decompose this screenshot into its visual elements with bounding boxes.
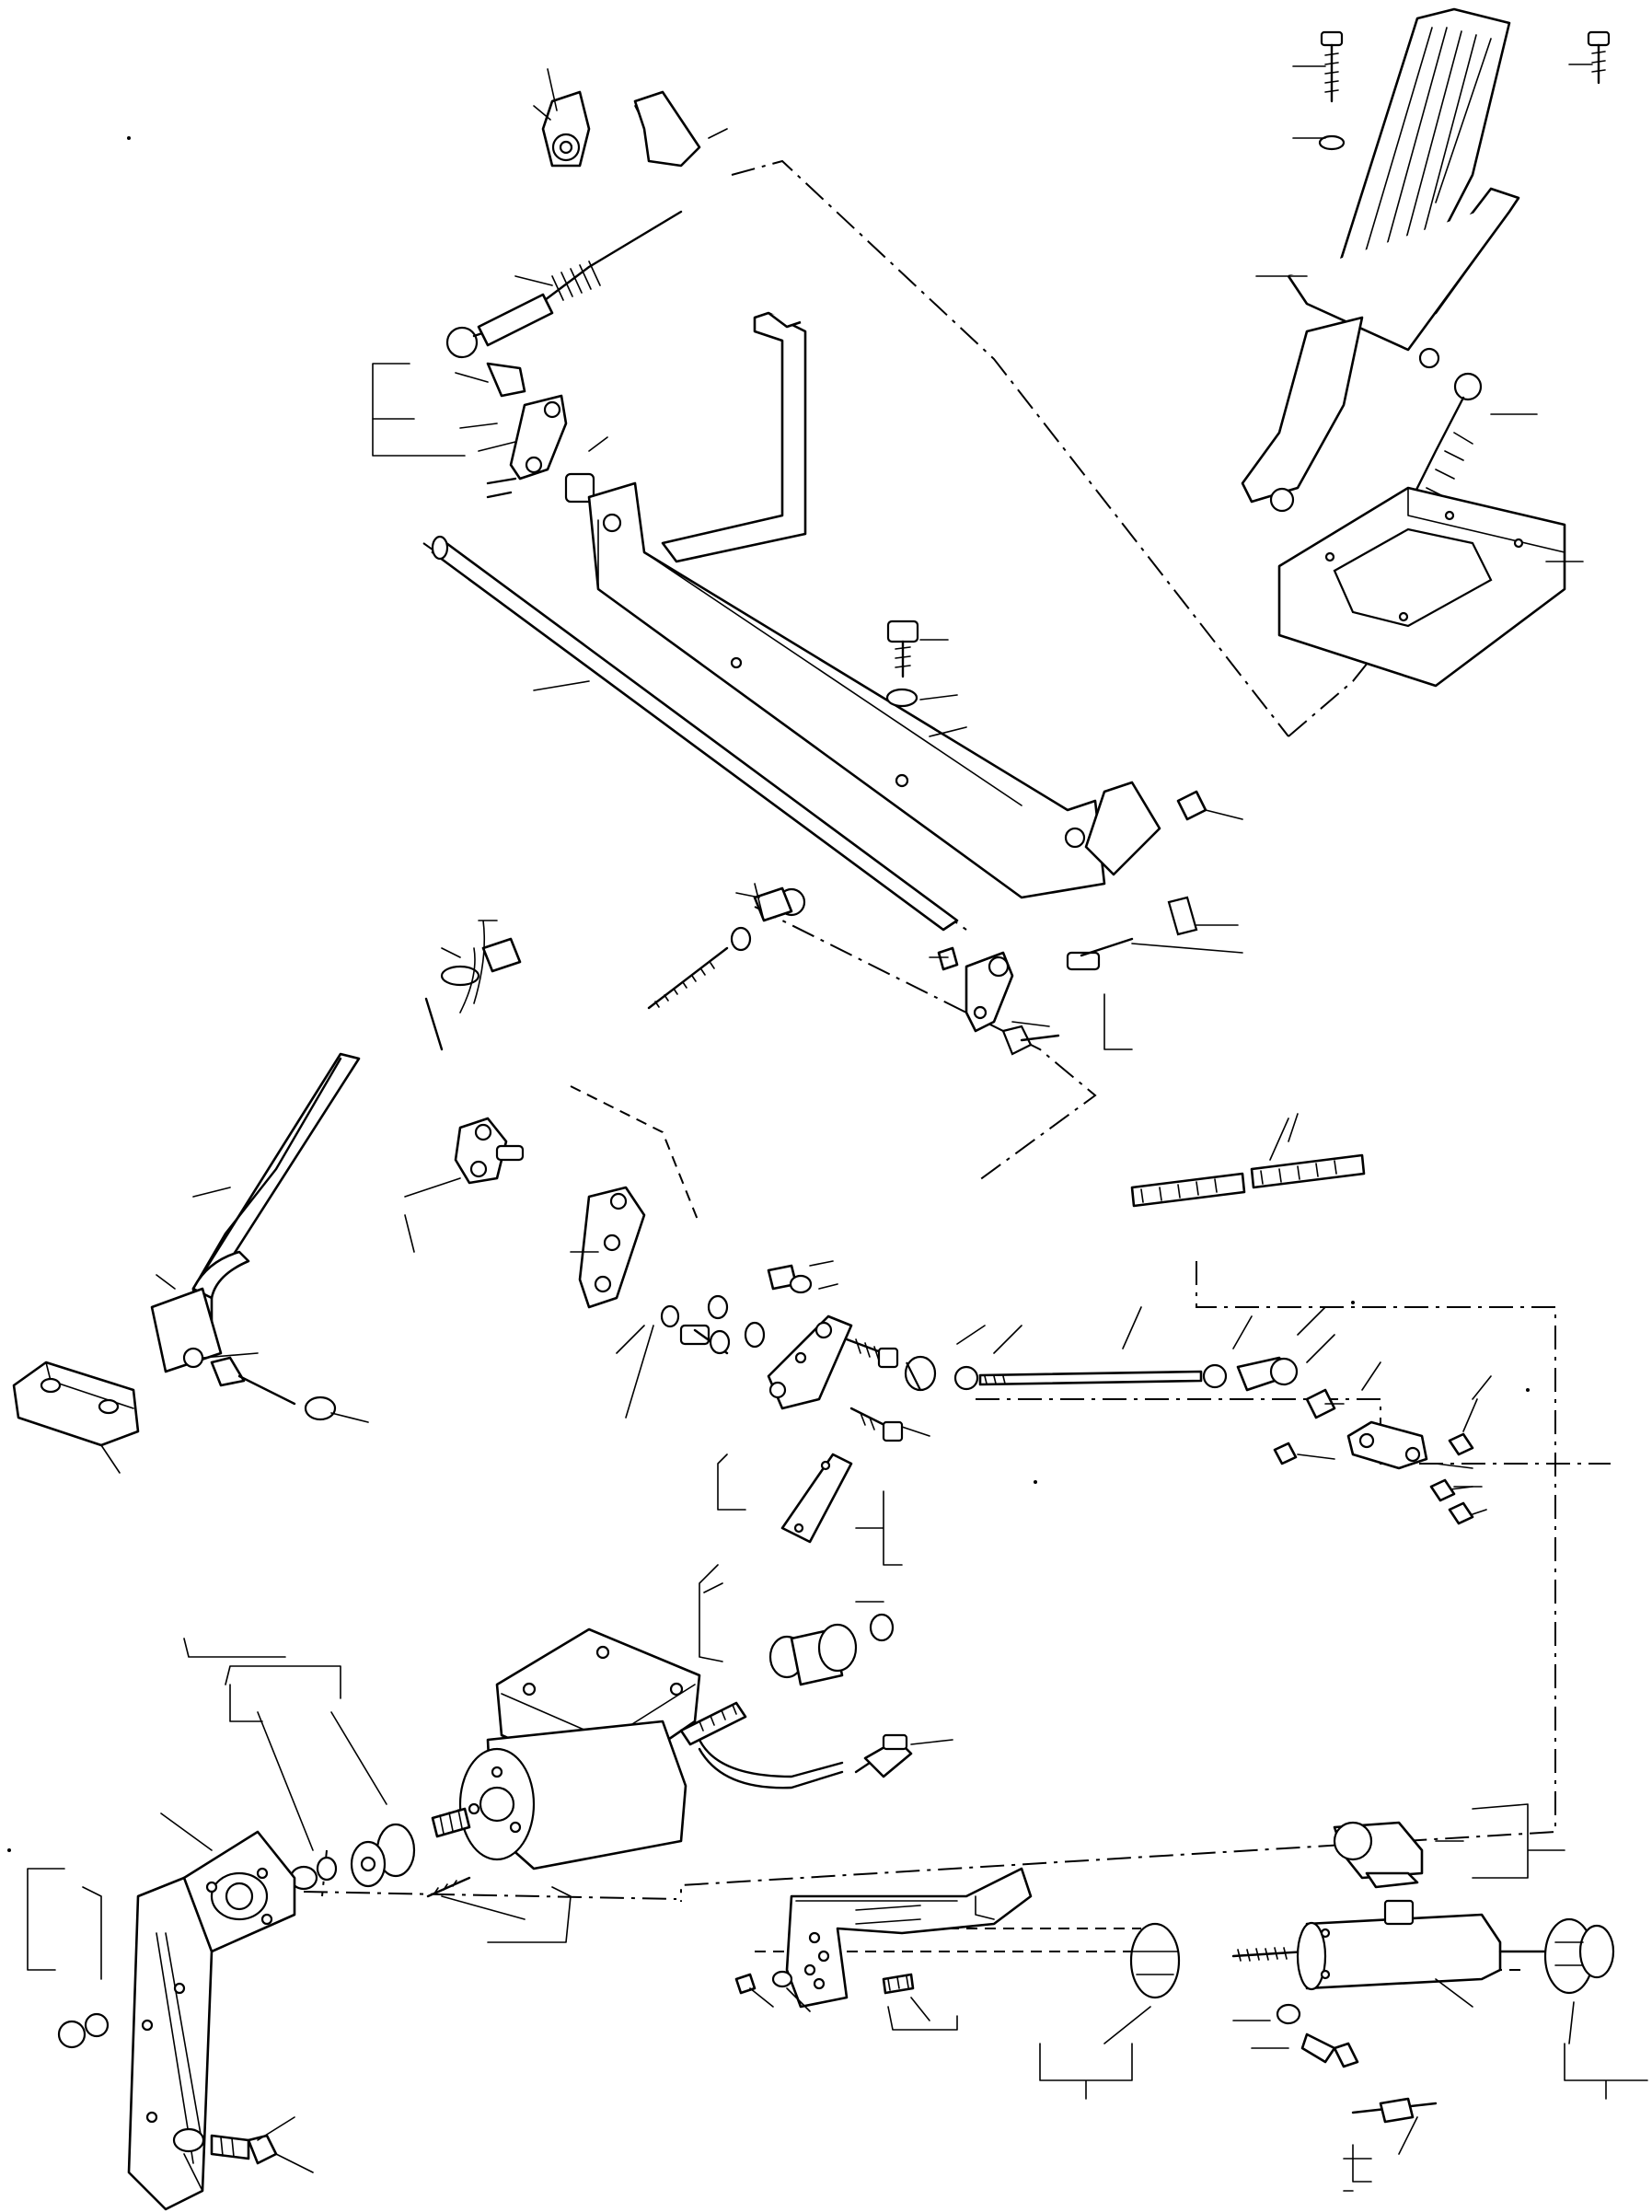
pedal-bolt-right bbox=[1587, 30, 1611, 85]
adjuster-linkage bbox=[616, 1260, 1492, 1566]
lower-right-assembly bbox=[734, 1803, 1648, 2192]
accelerator-pedal-assembly bbox=[1241, 7, 1611, 688]
main-bracket bbox=[587, 311, 1161, 899]
upper-linkage bbox=[372, 362, 595, 504]
floor-bracket-left bbox=[12, 1361, 140, 1474]
top-cable bbox=[372, 210, 683, 452]
stray-marks bbox=[7, 136, 1530, 1852]
tie-rod-upper bbox=[1130, 1113, 1366, 1208]
bracket-right-parts bbox=[1066, 790, 1243, 971]
hand-lever bbox=[150, 920, 522, 1423]
top-clips bbox=[533, 68, 728, 168]
mounting-bracket-left bbox=[27, 1812, 314, 2211]
pedal-bolt-left bbox=[1318, 30, 1346, 151]
pedal-lever bbox=[1241, 316, 1364, 504]
solenoid-actuator bbox=[183, 1564, 953, 1943]
right-link bbox=[1273, 1398, 1487, 1525]
mid-linkage bbox=[647, 883, 1133, 1056]
lever-rod bbox=[191, 1052, 361, 1360]
long-rod bbox=[431, 535, 959, 932]
middle-link bbox=[404, 1117, 646, 1309]
